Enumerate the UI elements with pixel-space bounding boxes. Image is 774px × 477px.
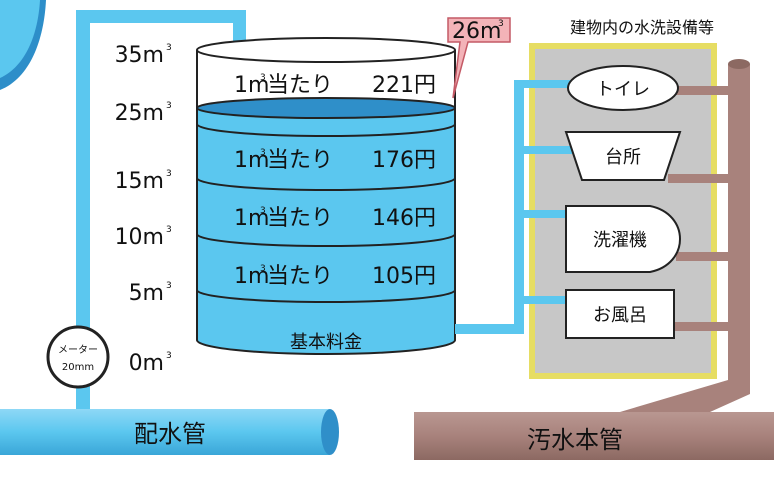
fixture-bath-label: お風呂 <box>593 305 647 326</box>
fixture-kitchen-label: 台所 <box>605 147 641 168</box>
tier-4-exp: 3 <box>260 264 266 274</box>
tier-1-unit: 当たり <box>267 73 333 98</box>
tier-4-unit: 当たり <box>267 264 333 289</box>
fixture-kitchen: 台所 <box>564 131 682 181</box>
tier-1-qty: 1m <box>234 73 269 98</box>
building: 建物内の水洗設備等 トイレ 台所 洗濯機 お風呂 <box>524 18 728 379</box>
tier-3-unit: 当たり <box>267 206 333 231</box>
scale-label-35: 35m <box>115 43 164 68</box>
fixture-washer-label: 洗濯機 <box>593 230 647 251</box>
tier-3-qty: 1m <box>234 206 269 231</box>
tier-4-price: 105円 <box>372 264 436 289</box>
usage-callout: 26m 3 <box>447 17 511 99</box>
rate-tier-2: 1m 3 当たり 176円 <box>234 148 436 173</box>
tier-3-price: 146円 <box>372 206 436 231</box>
tier-3-exp: 3 <box>260 206 266 216</box>
fixture-toilet: トイレ <box>567 65 679 111</box>
meter-size: 20mm <box>62 362 94 373</box>
building-title: 建物内の水洗設備等 <box>570 18 714 37</box>
scale-label-10-exp: 3 <box>166 225 172 235</box>
tier-2-price: 176円 <box>372 148 436 173</box>
meter-label: メーター <box>58 344 98 356</box>
water-drop-decoration <box>0 0 46 90</box>
scale-label-10: 10m <box>115 225 164 250</box>
rate-tier-4: 1m 3 当たり 105円 <box>234 264 436 289</box>
sewer-system: 汚水本管 <box>414 59 774 460</box>
callout-exp: 3 <box>498 19 504 29</box>
scale-label-25: 25m <box>115 101 164 126</box>
rate-tier-3: 1m 3 当たり 146円 <box>234 206 436 231</box>
tier-2-exp: 3 <box>260 148 266 158</box>
scale-label-15: 15m <box>115 169 164 194</box>
water-meter: メーター 20mm <box>46 325 110 389</box>
sewer-main-label: 汚水本管 <box>527 426 623 454</box>
drain-pipe <box>455 80 524 334</box>
callout-value: 26m <box>452 19 501 44</box>
tier-1-price: 221円 <box>372 73 436 98</box>
scale-labels: 35m 3 25m 3 15m 3 10m 3 5m 3 0m 3 <box>115 43 172 376</box>
fixture-bath: お風呂 <box>565 289 675 339</box>
tier-1-exp: 3 <box>260 73 266 83</box>
scale-label-35-exp: 3 <box>166 43 172 53</box>
fixture-washer: 洗濯機 <box>565 205 681 273</box>
supply-main-pipe: 配水管 <box>0 409 339 455</box>
scale-label-0: 0m <box>129 351 164 376</box>
tier-2-unit: 当たり <box>267 148 333 173</box>
tier-4-qty: 1m <box>234 264 269 289</box>
rate-tier-1: 1m 3 当たり 221円 <box>234 73 436 98</box>
scale-label-5: 5m <box>129 281 164 306</box>
supply-main-label: 配水管 <box>134 420 206 448</box>
tier-2-qty: 1m <box>234 148 269 173</box>
scale-label-0-exp: 3 <box>166 351 172 361</box>
base-fee-label: 基本料金 <box>290 332 362 353</box>
water-tank: 1m 3 当たり 221円 1m 3 当たり 176円 1m 3 当たり 146… <box>196 37 456 355</box>
scale-label-5-exp: 3 <box>166 281 172 291</box>
scale-label-15-exp: 3 <box>166 169 172 179</box>
fixture-toilet-label: トイレ <box>596 79 650 100</box>
scale-label-25-exp: 3 <box>166 101 172 111</box>
